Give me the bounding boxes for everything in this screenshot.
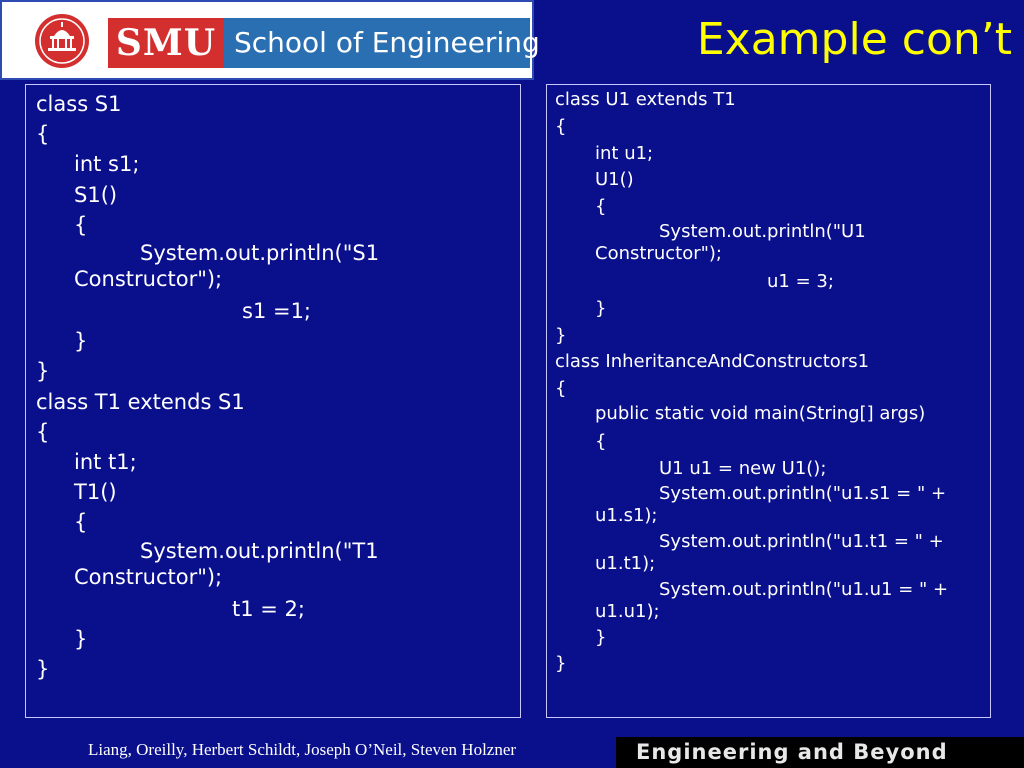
code-line: class S1 bbox=[36, 92, 122, 116]
code-line: { bbox=[36, 122, 50, 147]
code-line: } bbox=[555, 324, 567, 346]
code-line: { bbox=[595, 430, 607, 452]
code-line: { bbox=[555, 115, 567, 137]
code-line: class U1 extends T1 bbox=[555, 89, 736, 110]
code-line: } bbox=[74, 626, 88, 651]
code-line: int u1; bbox=[595, 142, 654, 164]
code-line: System.out.println("u1.s1 = " + u1.s1); bbox=[595, 482, 952, 526]
school-of-engineering-text: School of Engineering bbox=[224, 18, 540, 68]
code-line: t1 = 2; bbox=[232, 596, 305, 621]
code-line: { bbox=[36, 419, 50, 444]
footer-tagline: Engineering and Beyond bbox=[616, 737, 1024, 768]
code-line: } bbox=[36, 359, 50, 384]
code-line: } bbox=[595, 626, 607, 648]
code-line: T1() bbox=[74, 480, 117, 505]
code-line: System.out.println("U1 Constructor"); bbox=[595, 220, 872, 264]
code-line: U1() bbox=[595, 169, 634, 191]
smu-seal-icon bbox=[35, 14, 89, 68]
code-line: System.out.println("T1 Constructor"); bbox=[74, 538, 386, 589]
code-line: System.out.println("S1 Constructor"); bbox=[74, 241, 386, 292]
smu-engineering-logo: SMU School of Engineering bbox=[0, 0, 540, 80]
code-line: int s1; bbox=[74, 152, 140, 177]
code-line: U1 u1 = new U1(); bbox=[659, 457, 827, 479]
slide-title: Example con’t bbox=[696, 14, 1012, 65]
code-line: System.out.println("u1.t1 = " + u1.t1); bbox=[595, 530, 950, 574]
footer-credits: Liang, Oreilly, Herbert Schildt, Joseph … bbox=[88, 740, 517, 759]
code-line: int t1; bbox=[74, 450, 137, 475]
code-line: class InheritanceAndConstructors1 bbox=[555, 351, 870, 373]
code-line: } bbox=[555, 653, 567, 675]
smu-logo-text: SMU bbox=[108, 18, 224, 68]
code-line: S1() bbox=[74, 182, 118, 207]
code-line: { bbox=[74, 212, 88, 237]
code-panel-right: class U1 extends T1 { int u1; U1() { Sys… bbox=[546, 84, 991, 718]
code-line: } bbox=[595, 297, 607, 319]
code-line: s1 =1; bbox=[242, 299, 312, 324]
code-line: System.out.println("u1.u1 = " + u1.u1); bbox=[595, 578, 954, 622]
code-line: { bbox=[74, 510, 88, 535]
code-line: u1 = 3; bbox=[767, 270, 834, 292]
code-line: } bbox=[74, 329, 88, 354]
code-line: { bbox=[555, 378, 567, 400]
code-line: class T1 extends S1 bbox=[36, 389, 245, 414]
code-panel-left: class S1 { int s1; S1() { System.out.pri… bbox=[25, 84, 521, 718]
code-line: { bbox=[595, 196, 607, 218]
code-line: } bbox=[36, 657, 50, 682]
code-line: public static void main(String[] args) bbox=[595, 402, 926, 424]
